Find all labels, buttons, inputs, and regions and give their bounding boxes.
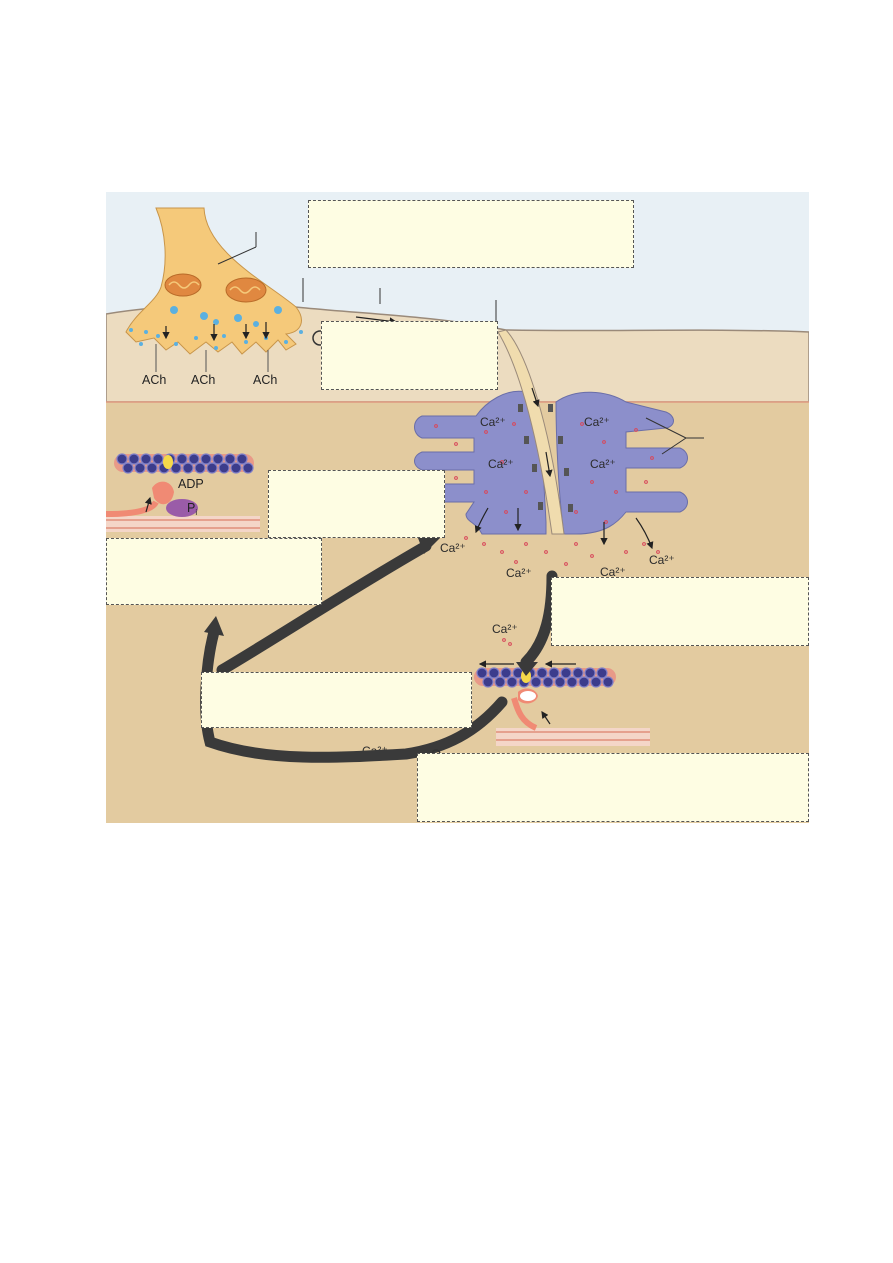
mitochondrion (225, 277, 267, 303)
calcium-label: Ca²⁺ (584, 415, 610, 429)
pi-base: P (187, 501, 195, 515)
t-tubule (497, 329, 565, 535)
label-box-5 (551, 577, 809, 646)
ach-label: ACh (191, 373, 215, 387)
calcium-label: Ca²⁺ (590, 457, 616, 471)
calcium-label: Ca²⁺ (649, 553, 675, 567)
axon-terminal (125, 207, 304, 355)
pi-label: Pi (187, 501, 197, 517)
pi-subscript: i (195, 508, 197, 517)
ach-label: ACh (142, 373, 166, 387)
mitochondrion (164, 273, 202, 297)
ach-label: ACh (253, 373, 277, 387)
calcium-label: Ca²⁺ (492, 622, 518, 636)
calcium-label: Ca²⁺ (488, 457, 514, 471)
relaxed-sarcomere: ADP Pi (105, 453, 260, 532)
calcium-label: Ca²⁺ (440, 541, 466, 555)
calcium-label: Ca²⁺ (480, 415, 506, 429)
label-box-4 (106, 538, 322, 605)
excitation-contraction-diagram: ACh ACh ACh Ca²⁺ Ca²⁺ Ca²⁺ Ca²⁺ (105, 192, 810, 823)
label-box-3 (268, 470, 445, 538)
sarcoplasmic-reticulum (414, 390, 688, 535)
label-box-7 (417, 753, 809, 822)
adp-label: ADP (178, 477, 204, 491)
calcium-label: Ca²⁺ (600, 565, 626, 579)
calcium-label: Ca²⁺ (506, 566, 532, 580)
diagram-artwork: ACh ACh ACh Ca²⁺ Ca²⁺ Ca²⁺ Ca²⁺ (105, 192, 810, 823)
label-box-1 (308, 200, 634, 268)
label-box-2 (321, 321, 498, 390)
label-box-6 (201, 672, 472, 728)
acetylcholine-molecules (129, 306, 303, 350)
